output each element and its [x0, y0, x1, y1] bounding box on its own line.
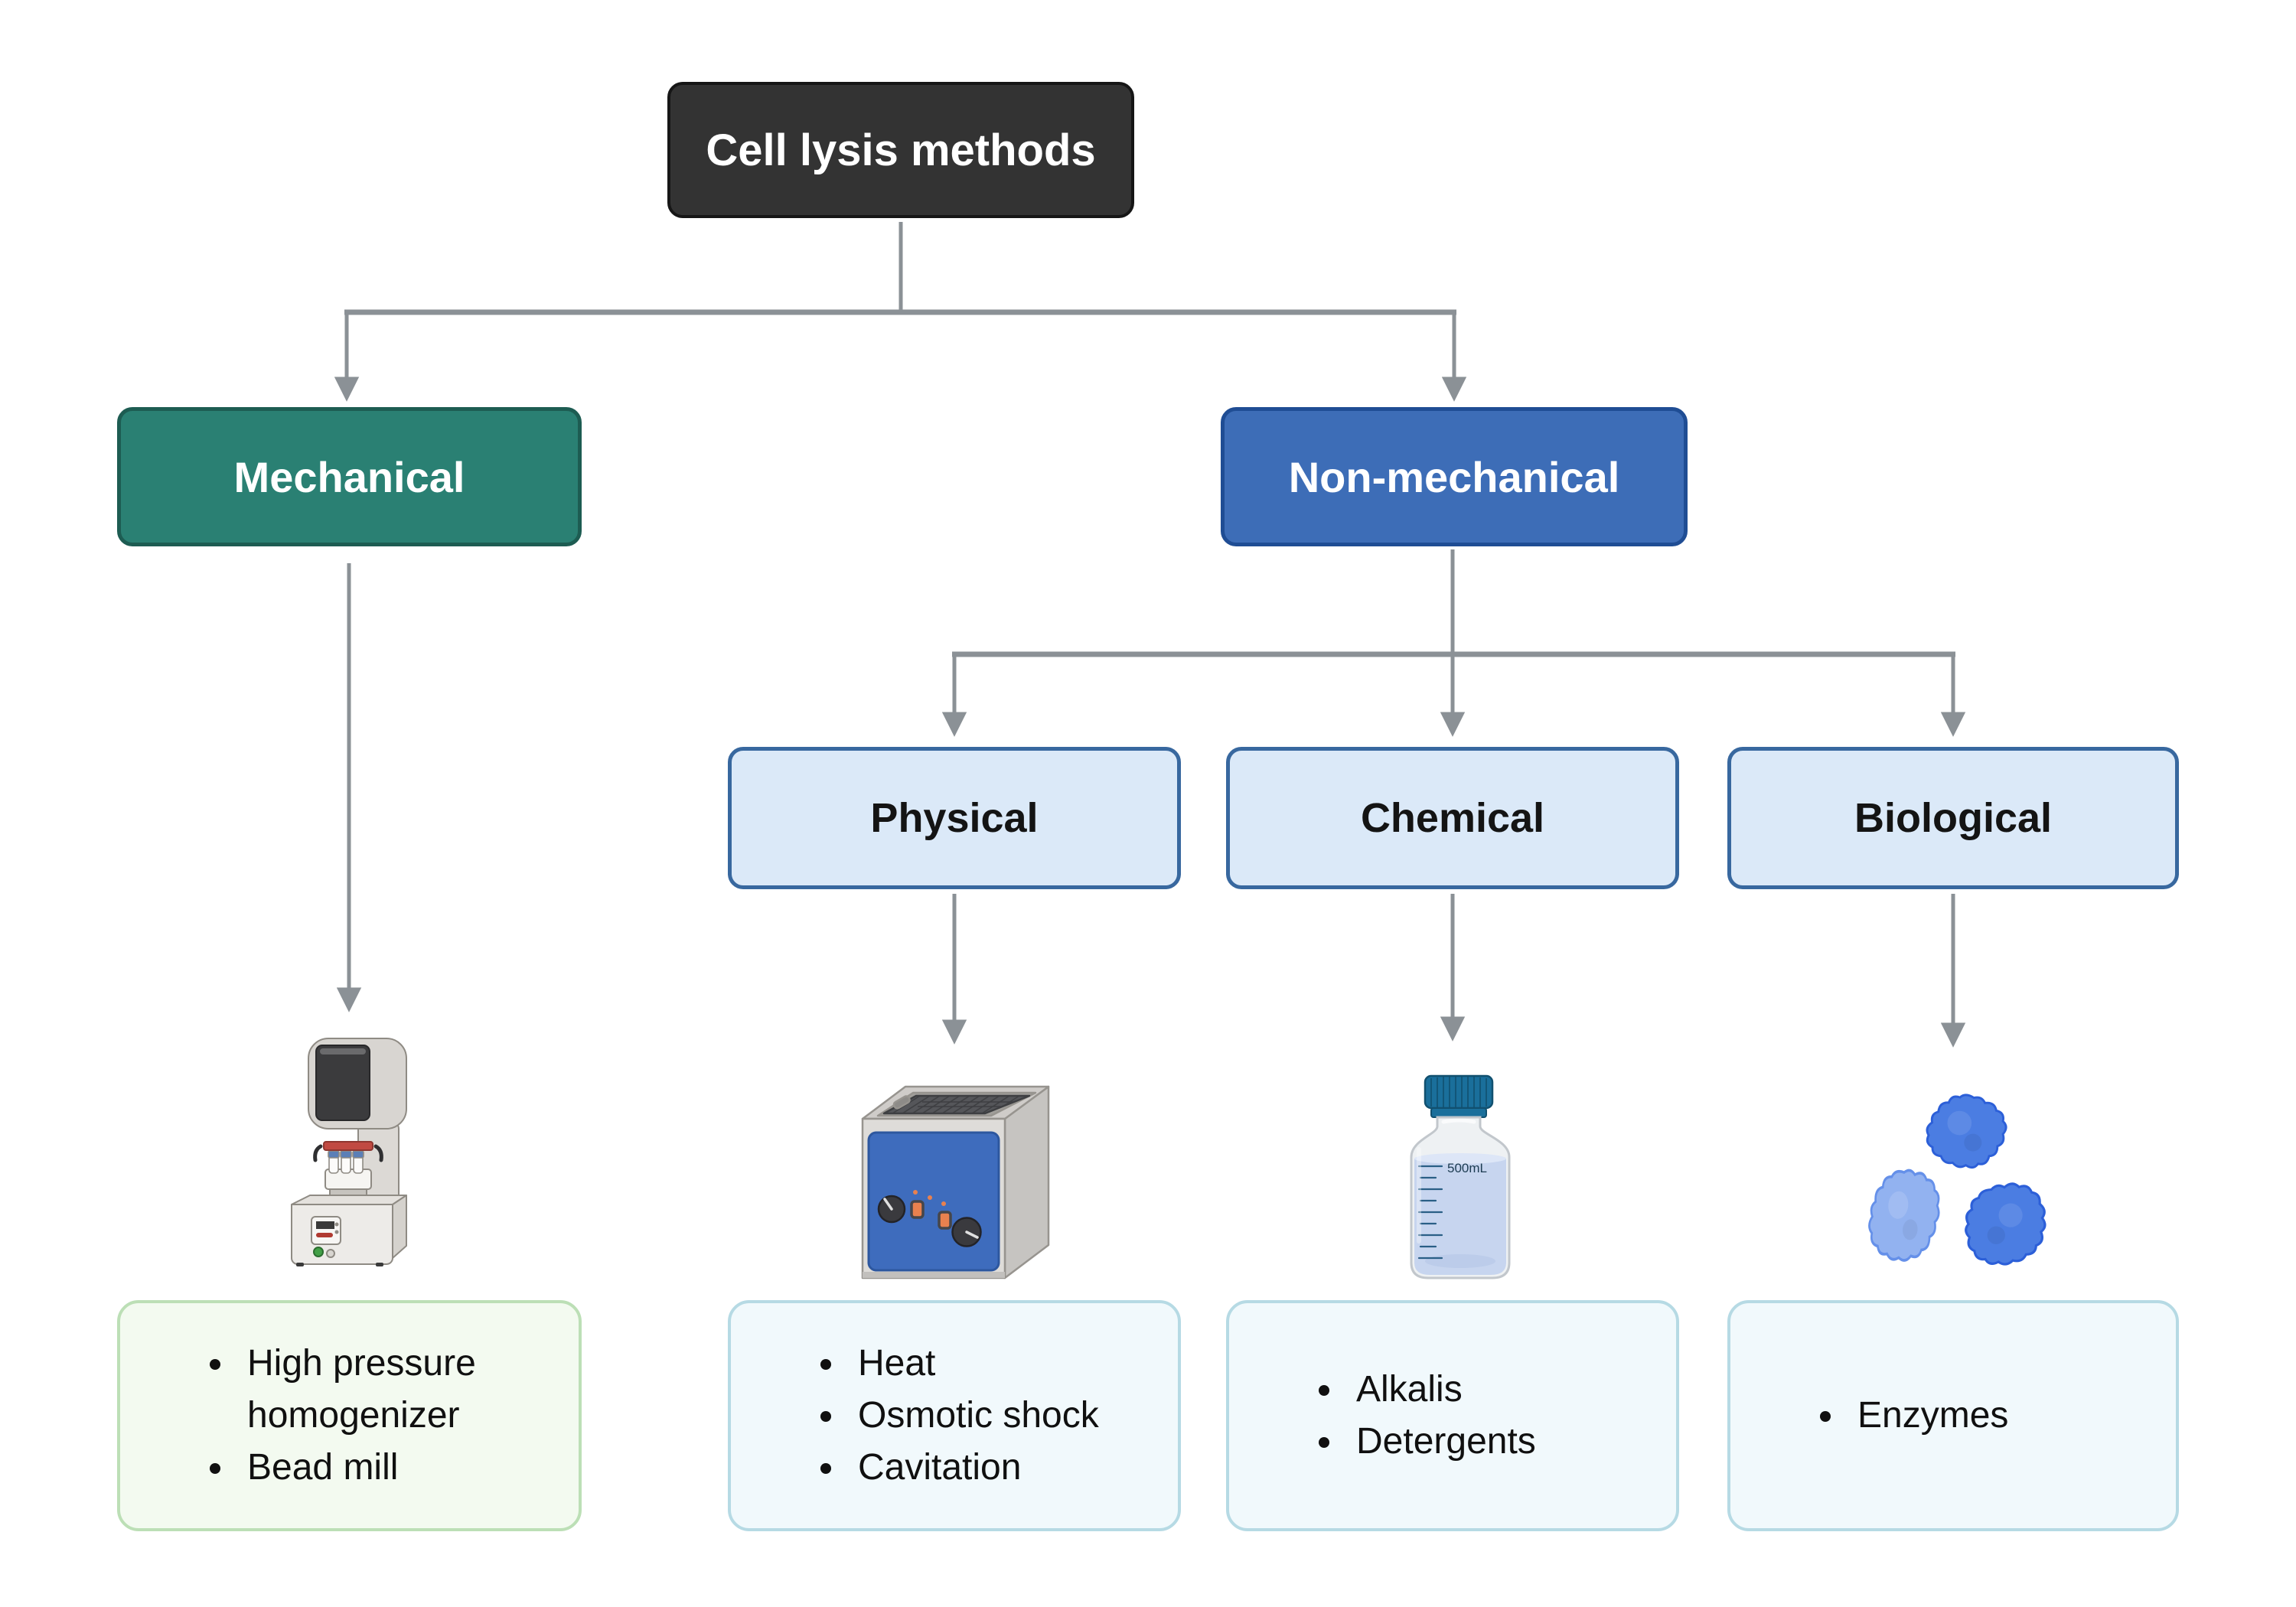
biological-node: Biological — [1727, 747, 2179, 889]
bottle-volume-label: 500mL — [1447, 1161, 1487, 1175]
mechanical-node: Mechanical — [117, 407, 582, 546]
list-item: High pressure homogenizer — [236, 1338, 556, 1442]
chemical-node: Chemical — [1226, 747, 1679, 889]
list-item: Alkalis — [1345, 1364, 1536, 1416]
list-item: Cavitation — [847, 1442, 1099, 1494]
mechanical-label: Mechanical — [233, 452, 465, 501]
mechanical-methods-list: High pressure homogenizer Bead mill — [117, 1300, 582, 1531]
list-item: Osmotic shock — [847, 1390, 1099, 1442]
title-label: Cell lysis methods — [706, 125, 1096, 175]
reagent-bottle-icon: 500mL — [1410, 1074, 1511, 1279]
high-pressure-homogenizer-icon — [291, 1038, 407, 1266]
list-item: Enzymes — [1847, 1390, 2008, 1442]
non-mechanical-node: Non-mechanical — [1221, 407, 1688, 546]
biological-methods-list: Enzymes — [1727, 1300, 2179, 1531]
list-item: Heat — [847, 1338, 1099, 1390]
title-node: Cell lysis methods — [667, 82, 1134, 218]
physical-node: Physical — [728, 747, 1181, 889]
chemical-methods-list: Alkalis Detergents — [1226, 1300, 1679, 1531]
enzyme-blobs-icon — [1866, 1085, 2050, 1269]
ultrasonic-bath-icon — [861, 1085, 1050, 1279]
physical-methods-list: Heat Osmotic shock Cavitation — [728, 1300, 1181, 1531]
physical-label: Physical — [870, 795, 1039, 841]
biological-label: Biological — [1854, 795, 2053, 841]
chemical-label: Chemical — [1360, 795, 1545, 841]
list-item: Bead mill — [236, 1442, 556, 1494]
list-item: Detergents — [1345, 1416, 1536, 1468]
non-mechanical-label: Non-mechanical — [1288, 452, 1620, 501]
